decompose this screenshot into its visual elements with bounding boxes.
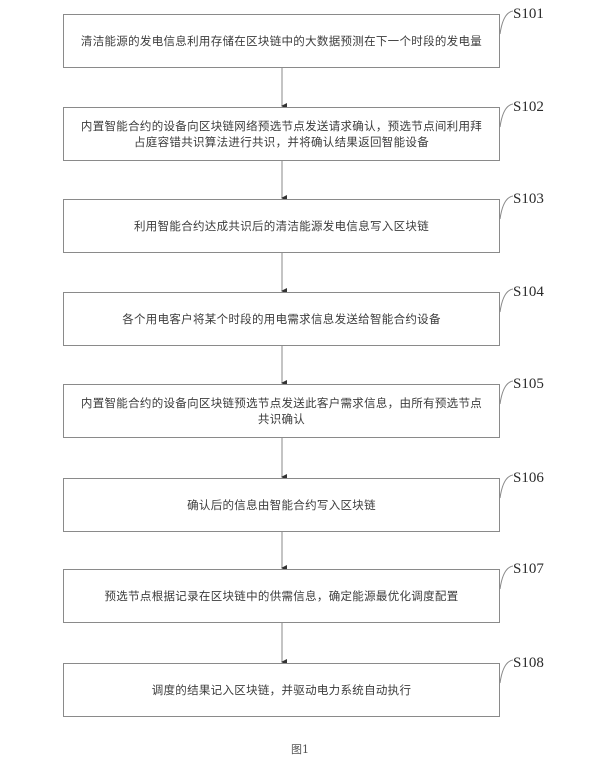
step-label-s101: S101 bbox=[513, 6, 544, 22]
step-box-s103: 利用智能合约达成共识后的清洁能源发电信息写入区块链 bbox=[63, 199, 500, 253]
step-text: 内置智能合约的设备向区块链预选节点发送此客户需求信息，由所有预选节点共识确认 bbox=[80, 396, 483, 426]
label-leader-line bbox=[499, 659, 514, 684]
step-box-s106: 确认后的信息由智能合约写入区块链 bbox=[63, 478, 500, 532]
step-box-s102: 内置智能合约的设备向区块链网络预选节点发送请求确认，预选节点间利用拜占庭容错共识… bbox=[63, 107, 500, 161]
step-box-s101: 清洁能源的发电信息利用存储在区块链中的大数据预测在下一个时段的发电量 bbox=[63, 14, 500, 68]
label-leader-line bbox=[499, 10, 514, 35]
step-label-s108: S108 bbox=[513, 655, 544, 671]
figure-caption: 图1 bbox=[291, 743, 309, 756]
label-leader-line bbox=[499, 474, 514, 499]
label-leader-line bbox=[499, 195, 514, 220]
step-text: 确认后的信息由智能合约写入区块链 bbox=[187, 498, 376, 512]
step-text: 调度的结果记入区块链，并驱动电力系统自动执行 bbox=[151, 683, 412, 697]
step-box-s108: 调度的结果记入区块链，并驱动电力系统自动执行 bbox=[63, 663, 500, 717]
step-label-s103: S103 bbox=[513, 191, 544, 207]
label-leader-line bbox=[499, 565, 514, 590]
step-text: 内置智能合约的设备向区块链网络预选节点发送请求确认，预选节点间利用拜占庭容错共识… bbox=[80, 119, 483, 149]
step-label-s106: S106 bbox=[513, 470, 544, 486]
step-box-s104: 各个用电客户将某个时段的用电需求信息发送给智能合约设备 bbox=[63, 292, 500, 346]
step-label-s105: S105 bbox=[513, 376, 544, 392]
step-label-s107: S107 bbox=[513, 561, 544, 577]
step-label-s104: S104 bbox=[513, 284, 544, 300]
step-text: 预选节点根据记录在区块链中的供需信息，确定能源最优化调度配置 bbox=[104, 589, 459, 603]
step-text: 清洁能源的发电信息利用存储在区块链中的大数据预测在下一个时段的发电量 bbox=[80, 34, 483, 48]
label-leader-line bbox=[499, 380, 514, 405]
step-box-s105: 内置智能合约的设备向区块链预选节点发送此客户需求信息，由所有预选节点共识确认 bbox=[63, 384, 500, 438]
step-text: 利用智能合约达成共识后的清洁能源发电信息写入区块链 bbox=[134, 219, 429, 233]
step-label-s102: S102 bbox=[513, 99, 544, 115]
step-text: 各个用电客户将某个时段的用电需求信息发送给智能合约设备 bbox=[122, 312, 441, 326]
label-leader-line bbox=[499, 103, 514, 128]
label-leader-line bbox=[499, 288, 514, 313]
step-box-s107: 预选节点根据记录在区块链中的供需信息，确定能源最优化调度配置 bbox=[63, 569, 500, 623]
